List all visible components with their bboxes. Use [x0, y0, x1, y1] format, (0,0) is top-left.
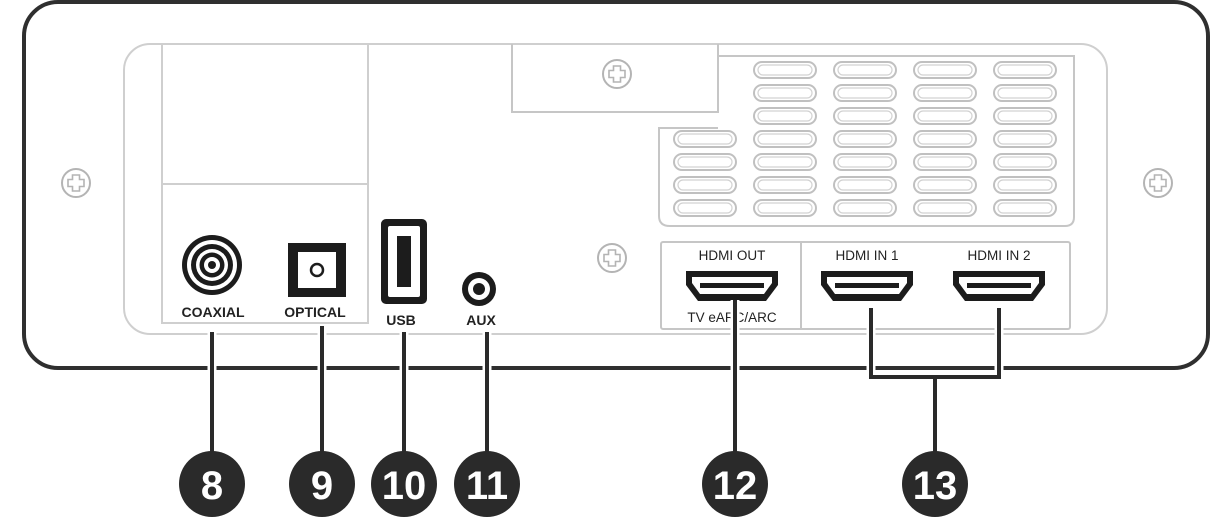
- screw-icon: [597, 243, 627, 273]
- coaxial-port: [182, 235, 242, 295]
- optical-label: OPTICAL: [284, 304, 346, 320]
- screw-icon: [602, 59, 632, 89]
- hdmi-out-port: [686, 271, 778, 301]
- callout-13: 13: [902, 451, 968, 517]
- hdmi-out-label: HDMI OUT: [699, 248, 766, 263]
- aux-label: AUX: [466, 312, 496, 328]
- vent-grille-outline: [658, 55, 1075, 227]
- screw-icon: [61, 168, 91, 198]
- callout-number: 12: [713, 464, 758, 508]
- leader-lines: [207, 300, 1004, 458]
- callout-number: 9: [311, 464, 333, 508]
- callout-number: 13: [913, 464, 958, 508]
- callout-8: 8: [179, 451, 245, 517]
- optical-port: [288, 243, 346, 297]
- callout-number: 10: [382, 464, 427, 508]
- screw-icon: [1143, 168, 1173, 198]
- callout-number: 8: [201, 464, 223, 508]
- usb-label: USB: [386, 312, 416, 328]
- hdmi-in-1-label: HDMI IN 1: [835, 248, 898, 263]
- hdmi-in-1-port: [821, 271, 913, 301]
- callout-11: 11: [454, 451, 520, 517]
- usb-port: [381, 219, 427, 304]
- callout-9: 9: [289, 451, 355, 517]
- vent-notch: [511, 44, 719, 113]
- callout-number: 11: [466, 464, 508, 508]
- coaxial-label: COAXIAL: [182, 304, 245, 320]
- hdmi-in-2-label: HDMI IN 2: [967, 248, 1030, 263]
- aux-port: [462, 272, 496, 306]
- hdmi-in-2-port: [953, 271, 1045, 301]
- callout-10: 10: [371, 451, 437, 517]
- callout-12: 12: [702, 451, 768, 517]
